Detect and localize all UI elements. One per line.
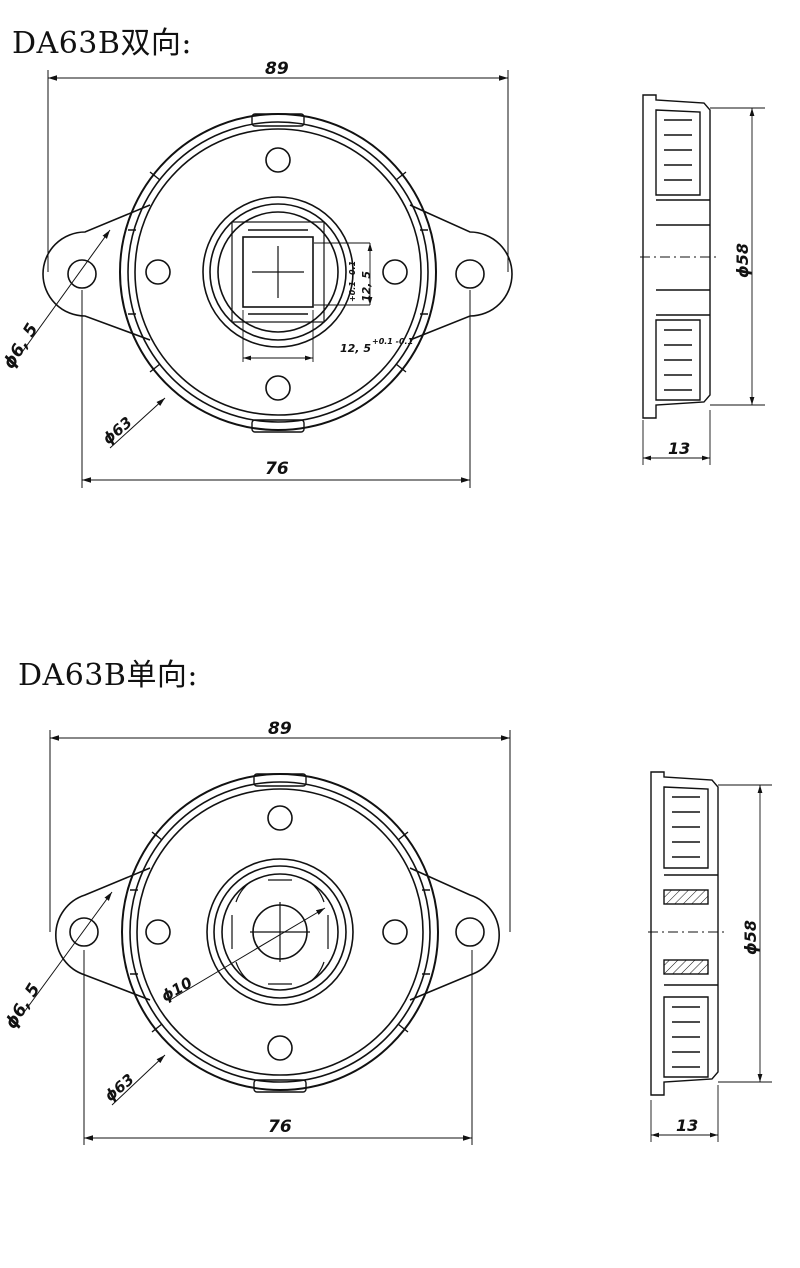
hole-right-uni <box>382 919 408 945</box>
side-view-bidirectional <box>640 94 765 465</box>
side-view-unidirectional <box>648 771 772 1142</box>
dim-side-depth-bottom: 13 <box>676 1116 698 1135</box>
dim-hole-spacing-top: 76 <box>265 459 289 479</box>
dim-side-dia-top: ϕ58 <box>733 243 752 278</box>
mount-hole-right <box>455 259 485 289</box>
mount-hole-left-uni <box>69 917 99 947</box>
hole-bottom <box>265 375 291 401</box>
title-unidirectional: DA63B单向: <box>18 658 199 693</box>
dim-hole-spacing-bottom: 76 <box>268 1117 292 1137</box>
dim-overall-width-top: 89 <box>265 59 289 79</box>
hole-bottom-uni <box>267 1035 293 1061</box>
dim-side-dia-bottom: ϕ58 <box>741 920 760 955</box>
hole-right <box>382 259 408 285</box>
dim-body-dia-top: ϕ63 <box>99 413 136 448</box>
hole-left <box>145 259 171 285</box>
hole-top-uni <box>267 805 293 831</box>
dim-overall-width-bottom: 89 <box>268 719 292 739</box>
front-view-unidirectional <box>55 773 500 1093</box>
title-bidirectional: DA63B双向: <box>12 26 193 61</box>
dim-square-h-tol: +0.1 -0.1 <box>348 261 357 302</box>
hole-left-uni <box>145 919 171 945</box>
dim-square-w-tol: +0.1 -0.1 <box>372 337 413 346</box>
mount-hole-right-uni <box>455 917 485 947</box>
dim-shaft-dia: ϕ10 <box>158 973 195 1005</box>
dim-mount-hole-top: ϕ6, 5 <box>0 320 43 373</box>
dim-mount-hole-bottom: ϕ6, 5 <box>1 980 44 1033</box>
hole-top <box>265 147 291 173</box>
dim-square-h: 12, 5 <box>360 271 373 302</box>
mount-hole-left <box>67 259 97 289</box>
dim-body-dia-bottom: ϕ63 <box>101 1070 138 1105</box>
dim-square-w: 12, 5 <box>340 342 371 355</box>
front-view-bidirectional <box>42 113 513 433</box>
dim-side-depth-top: 13 <box>668 439 690 458</box>
